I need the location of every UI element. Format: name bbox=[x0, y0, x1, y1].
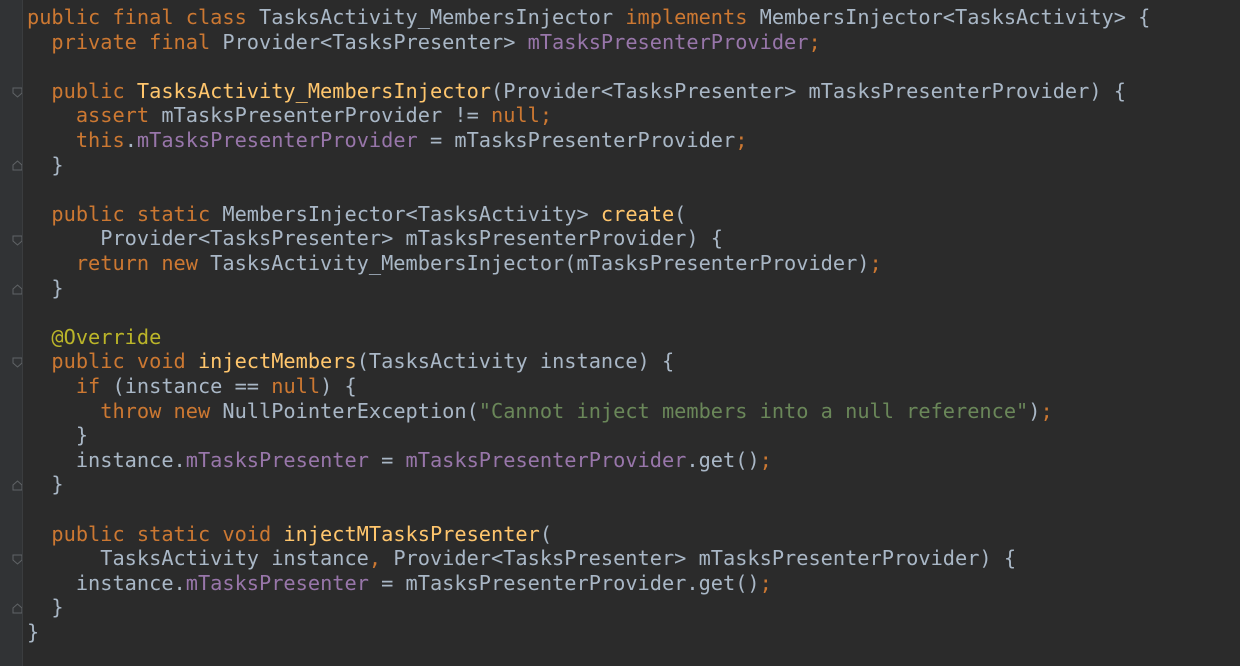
code-token-semi: ; bbox=[735, 128, 748, 152]
code-token-plain: NullPointerException( bbox=[222, 398, 479, 423]
code-line[interactable]: public static void injectMTasksPresenter… bbox=[27, 522, 552, 547]
code-line[interactable]: private final Provider<TasksPresenter> m… bbox=[27, 29, 821, 55]
code-token-semi: , bbox=[368, 546, 394, 571]
code-token-keyword: throw new bbox=[27, 398, 223, 423]
code-token-method: create bbox=[600, 201, 675, 226]
code-token-plain: TasksActivity instance bbox=[27, 546, 369, 571]
code-token-semi: ; bbox=[1040, 398, 1053, 423]
fold-marker-icon[interactable] bbox=[12, 235, 23, 246]
code-token-keyword: assert bbox=[27, 103, 162, 128]
code-token-field: mTasksPresenterProvider bbox=[405, 447, 687, 472]
code-token-plain: = mTasksPresenterProvider bbox=[417, 128, 736, 152]
code-token-plain: } bbox=[27, 152, 64, 177]
code-line[interactable]: instance.mTasksPresenter = mTasksPresent… bbox=[27, 448, 772, 473]
editor-gutter bbox=[0, 0, 23, 666]
code-token-plain: instance. bbox=[27, 447, 186, 472]
code-token-type: Provider<TasksPresenter> bbox=[222, 29, 528, 54]
code-token-plain: Provider<TasksPresenter> mTasksPresenter… bbox=[393, 546, 1017, 571]
code-token-plain: (instance == bbox=[112, 374, 272, 398]
code-token-method: TasksActivity_MembersInjector bbox=[136, 78, 492, 103]
code-token-keyword: null bbox=[271, 374, 321, 398]
code-line[interactable]: public final class TasksActivity_Members… bbox=[27, 5, 1150, 30]
code-line[interactable]: public static MembersInjector<TasksActiv… bbox=[27, 202, 686, 227]
code-token-field: mTasksPresenter bbox=[185, 447, 369, 472]
code-token-keyword: public static void bbox=[27, 521, 284, 546]
code-line[interactable]: } bbox=[27, 620, 39, 645]
fold-marker-icon[interactable] bbox=[12, 357, 23, 368]
code-line[interactable]: return new TasksActivity_MembersInjector… bbox=[27, 251, 882, 276]
code-token-keyword: return new bbox=[27, 251, 211, 275]
code-token-type: TasksActivity_MembersInjector bbox=[259, 5, 626, 29]
code-token-method: injectMTasksPresenter bbox=[283, 521, 540, 546]
code-line[interactable]: this.mTasksPresenterProvider = mTasksPre… bbox=[27, 128, 748, 153]
fold-end-marker-icon[interactable] bbox=[12, 284, 23, 295]
code-line[interactable]: } bbox=[27, 152, 64, 178]
code-token-semi: ; bbox=[808, 29, 821, 54]
code-token-semi: ; bbox=[869, 251, 882, 275]
fold-end-marker-icon[interactable] bbox=[12, 480, 23, 491]
code-token-plain: (TasksActivity instance) { bbox=[356, 349, 675, 374]
code-token-plain: ( bbox=[539, 521, 553, 546]
code-line[interactable]: throw new NullPointerException("Cannot i… bbox=[27, 398, 1053, 424]
code-line[interactable]: } bbox=[27, 275, 64, 301]
code-line[interactable]: if (instance == null) { bbox=[27, 374, 357, 399]
code-line[interactable]: public TasksActivity_MembersInjector(Pro… bbox=[27, 79, 1126, 104]
code-token-keyword: public bbox=[27, 78, 137, 103]
code-token-plain: ( bbox=[674, 201, 687, 226]
code-token-semi: ; bbox=[539, 103, 553, 128]
code-token-plain: .get() bbox=[686, 447, 760, 472]
code-line[interactable]: assert mTasksPresenterProvider != null; bbox=[27, 103, 552, 128]
code-token-plain: MembersInjector<TasksActivity> bbox=[222, 201, 601, 226]
code-token-plain: Provider<TasksPresenter> mTasksPresenter… bbox=[27, 226, 723, 251]
code-line[interactable]: instance.mTasksPresenter = mTasksPresent… bbox=[27, 571, 772, 596]
code-line[interactable]: TasksActivity instance, Provider<TasksPr… bbox=[27, 546, 1016, 571]
code-line[interactable]: @Override bbox=[27, 325, 161, 350]
code-token-plain: mTasksPresenterProvider != bbox=[161, 103, 492, 128]
code-token-keyword: null bbox=[491, 103, 540, 128]
code-token-plain: } bbox=[27, 620, 40, 644]
code-area[interactable]: public final class TasksActivity_Members… bbox=[27, 0, 1240, 666]
code-token-keyword: if bbox=[27, 374, 113, 398]
code-token-keyword: this bbox=[27, 128, 125, 152]
fold-marker-icon[interactable] bbox=[12, 87, 23, 98]
gutter-divider bbox=[22, 0, 23, 666]
code-line[interactable]: } bbox=[27, 595, 64, 620]
code-token-plain: instance. bbox=[27, 570, 186, 595]
code-line[interactable]: } bbox=[27, 423, 88, 448]
code-token-string: "Cannot inject members into a null refer… bbox=[478, 398, 1029, 423]
code-token-plain: } bbox=[27, 423, 89, 448]
code-token-plain: } bbox=[27, 472, 64, 497]
code-line[interactable]: public void injectMembers(TasksActivity … bbox=[27, 349, 674, 374]
code-token-field: mTasksPresenterProvider bbox=[527, 29, 809, 54]
code-token-plain: (Provider<TasksPresenter> mTasksPresente… bbox=[491, 78, 1126, 103]
fold-end-marker-icon[interactable] bbox=[12, 603, 23, 614]
code-token-plain: ) bbox=[1028, 398, 1041, 423]
code-token-plain: TasksActivity_MembersInjector(mTasksPres… bbox=[210, 251, 870, 275]
code-token-type: MembersInjector<TasksActivity> { bbox=[759, 5, 1151, 29]
code-token-field: mTasksPresenter bbox=[185, 570, 369, 595]
code-token-keyword: private final bbox=[27, 29, 223, 54]
code-token-keyword: public void bbox=[27, 349, 198, 374]
code-token-keyword: public static bbox=[27, 201, 223, 226]
code-token-annotation: @Override bbox=[27, 324, 162, 349]
code-token-plain: ) { bbox=[320, 374, 357, 398]
code-token-semi: ; bbox=[759, 570, 772, 595]
code-line[interactable]: } bbox=[27, 472, 64, 497]
fold-marker-icon[interactable] bbox=[12, 554, 23, 565]
code-token-plain: } bbox=[27, 275, 64, 300]
code-line[interactable]: Provider<TasksPresenter> mTasksPresenter… bbox=[27, 226, 723, 251]
fold-end-marker-icon[interactable] bbox=[12, 160, 23, 171]
code-token-plain: = bbox=[368, 447, 406, 472]
code-token-field: mTasksPresenterProvider bbox=[136, 128, 418, 152]
code-token-plain: } bbox=[27, 595, 64, 620]
code-token-keyword: public final class bbox=[27, 5, 259, 29]
code-token-keyword: implements bbox=[625, 5, 760, 29]
code-token-plain: = mTasksPresenterProvider.get() bbox=[368, 570, 760, 595]
code-token-method: injectMembers bbox=[197, 349, 357, 374]
code-token-semi: ; bbox=[759, 447, 772, 472]
code-token-plain: . bbox=[124, 128, 137, 152]
